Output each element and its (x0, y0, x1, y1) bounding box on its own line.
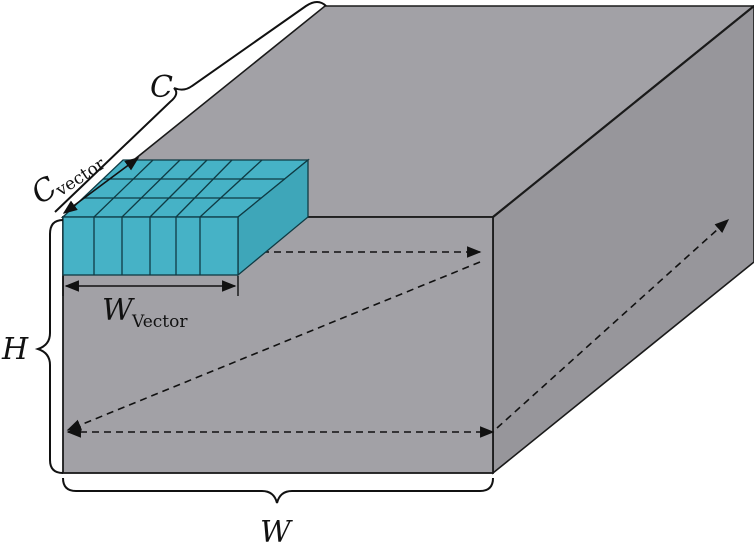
traversal-arrows (66, 219, 730, 438)
braces (34, 1, 494, 504)
c-vector-arrow (62, 157, 140, 214)
label-c: C (150, 70, 173, 105)
arrow-side-diagonal (496, 219, 730, 429)
arrow-front-diagonal (66, 261, 481, 431)
vector-block-front-columns (93, 217, 201, 275)
label-w: W (260, 515, 293, 548)
cuboid-top-right-edge (492, 5, 754, 218)
label-h: H (1, 332, 29, 367)
brace-h (34, 219, 64, 474)
label-w-vector: W Vector (102, 293, 188, 332)
brace-c (54, 1, 327, 213)
brace-w (62, 477, 494, 504)
label-w-vector-sub: Vector (131, 312, 188, 332)
label-w-vector-main: W (102, 293, 135, 328)
